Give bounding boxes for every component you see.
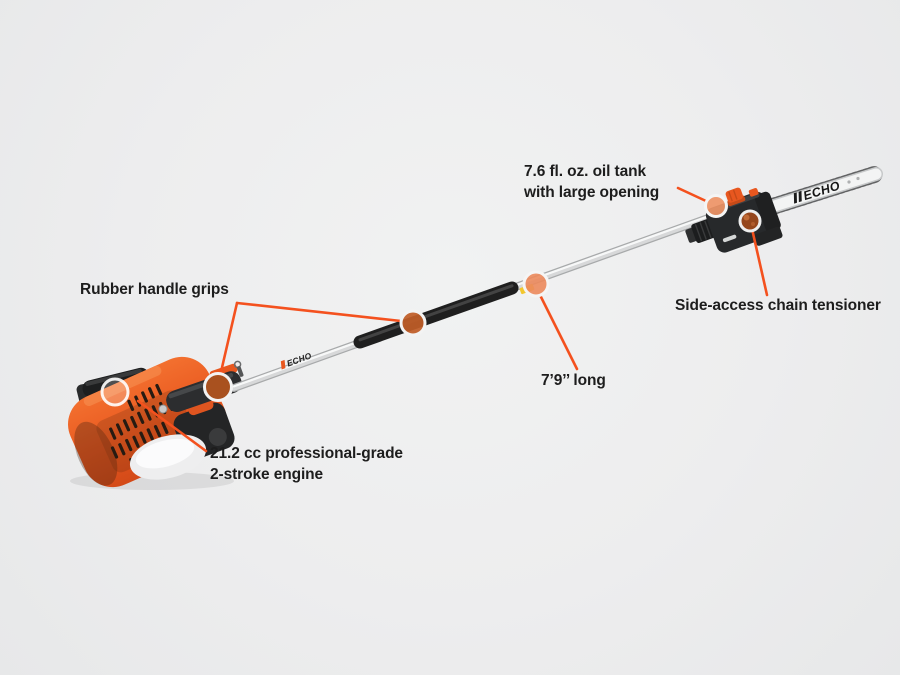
callout-line-chain-tensioner <box>751 229 769 297</box>
hotspot-engine[interactable] <box>100 377 130 407</box>
hotspot-length[interactable] <box>522 270 550 298</box>
callout-line-handle-grip-mid <box>235 301 403 323</box>
label-oil-tank: 7.6 fl. oz. oil tank with large opening <box>524 161 659 203</box>
foam-grip <box>353 281 519 349</box>
hanger-hook <box>233 360 244 377</box>
fuel-tank <box>129 434 207 480</box>
pivot-pin <box>158 404 168 414</box>
label-length: 7’9’’ long <box>541 372 606 389</box>
oil-cap-nub <box>748 188 759 197</box>
label-engine: 21.2 cc professional-grade 2-stroke engi… <box>210 443 403 485</box>
hotspot-front-grip[interactable] <box>203 372 233 402</box>
callout-lines <box>136 186 769 453</box>
callout-line-handle-grip-front <box>219 301 239 376</box>
hotspot-markers <box>100 194 762 407</box>
label-oil-tank-line1: 7.6 fl. oz. oil tank <box>524 163 647 180</box>
callout-line-length <box>538 293 579 371</box>
callout-line-oil-tank <box>676 186 708 203</box>
hotspot-oil-tank[interactable] <box>704 194 728 218</box>
label-chain-tensioner: Side-access chain tensioner <box>675 297 881 314</box>
callout-line-engine <box>136 399 208 453</box>
label-engine-line2: 2-stroke engine <box>210 466 324 483</box>
oil-cap <box>725 187 746 207</box>
hotspot-mid-grip[interactable] <box>399 309 427 337</box>
label-handle-grips: Rubber handle grips <box>80 281 229 298</box>
label-oil-tank-line2: with large opening <box>524 184 660 201</box>
label-engine-line1: 21.2 cc professional-grade <box>210 445 403 462</box>
hotspot-chain-tensioner[interactable] <box>738 209 762 233</box>
